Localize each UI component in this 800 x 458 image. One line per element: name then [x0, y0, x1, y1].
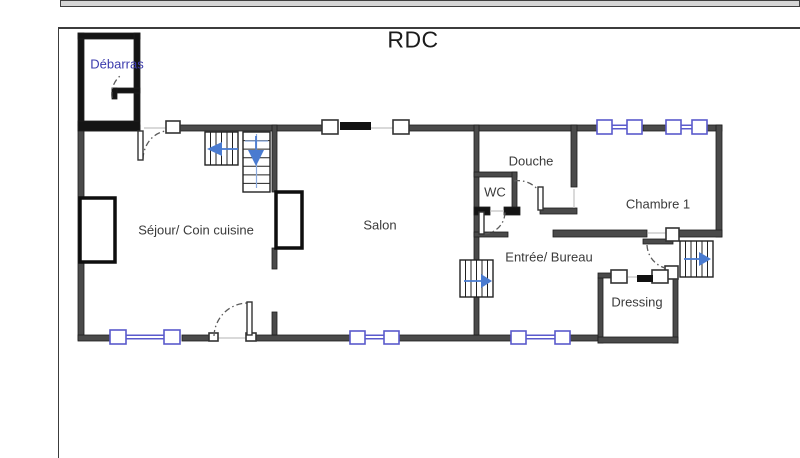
page-frame-left-border [58, 27, 59, 458]
frame-post [665, 119, 682, 135]
door-swing-arc [646, 244, 666, 269]
frame-post [163, 329, 181, 345]
wall-segment [473, 231, 509, 238]
wall-segment [111, 87, 118, 100]
frame-post [510, 330, 527, 345]
stair-direction-arrowhead [248, 150, 264, 166]
wall-segment [77, 32, 85, 126]
stair-direction-arrowhead [699, 252, 711, 266]
room-label-dressing: Dressing [611, 294, 663, 310]
wall-segment [133, 32, 141, 122]
wall-segment [511, 171, 518, 211]
frame-post [596, 119, 613, 135]
door-swing-arc [483, 211, 506, 235]
page-title: RDC [387, 26, 439, 53]
wall-segment [77, 334, 111, 342]
door-leaf [246, 301, 253, 336]
wall-segment [271, 124, 278, 193]
frame-post [165, 120, 181, 134]
door-leaf [478, 211, 485, 235]
door-swing-arc [513, 180, 540, 192]
frame-post [626, 119, 643, 135]
wall-segment [569, 334, 603, 342]
wall-segment [672, 271, 679, 344]
wall-segment [77, 32, 141, 40]
fixture-rect [78, 196, 117, 264]
door-swing-arc [111, 75, 121, 99]
sliding-door-panel [340, 122, 371, 130]
frame-post [691, 119, 708, 135]
frame-post [383, 330, 400, 345]
wall-segment [408, 124, 598, 132]
room-label-sejour: Séjour/ Coin cuisine [138, 222, 254, 238]
wall-segment [678, 229, 723, 238]
fixture-rect [274, 190, 304, 250]
wall-segment [77, 120, 141, 132]
door-swing-arc [142, 130, 167, 160]
wall-segment [597, 336, 679, 344]
wall-segment [473, 171, 518, 178]
frame-post [665, 227, 680, 242]
frame-post [610, 269, 628, 284]
wall-segment [473, 296, 480, 336]
wall-segment [179, 124, 323, 132]
wall-segment [597, 277, 604, 344]
wall-segment [539, 207, 578, 215]
stair-direction-arrowhead [207, 142, 222, 156]
wall-segment [181, 334, 210, 342]
room-label-douche: Douche [508, 153, 554, 169]
wall-segment [271, 311, 278, 336]
wall-segment [398, 334, 512, 342]
wall-segment [503, 206, 521, 216]
frame-post [349, 330, 366, 345]
wall-segment [570, 124, 578, 188]
door-swing-arc [213, 302, 248, 337]
wall-segment [473, 124, 480, 261]
frame-post [392, 119, 410, 135]
frame-post [651, 269, 669, 284]
room-label-debarras: Débarras [90, 56, 144, 72]
wall-segment [642, 124, 667, 132]
wall-segment [715, 124, 723, 238]
room-label-salon: Salon [363, 217, 397, 233]
wall-segment [271, 247, 278, 270]
frame-post [109, 329, 127, 345]
door-leaf [137, 130, 144, 161]
frame-post [208, 332, 219, 342]
wall-segment [255, 334, 351, 342]
frame-post [321, 119, 339, 135]
room-label-wc: WC [484, 184, 506, 200]
sliding-door-panel [637, 275, 653, 282]
page-frame-top-border [58, 27, 800, 29]
door-leaf [537, 186, 544, 211]
frame-post [554, 330, 571, 345]
room-label-chambre1: Chambre 1 [625, 196, 691, 212]
wall-segment [552, 229, 648, 238]
room-label-entree: Entrée/ Bureau [505, 249, 593, 265]
stair-direction-arrowhead [481, 274, 492, 288]
